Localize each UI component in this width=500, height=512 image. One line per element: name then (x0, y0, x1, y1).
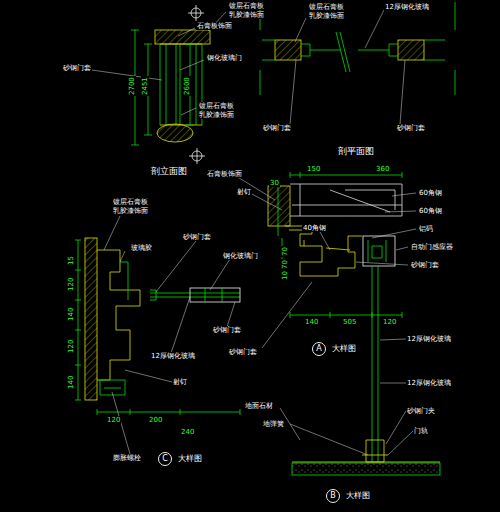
dimension-text: 120 (67, 339, 75, 354)
dimension-text: 30 (269, 179, 280, 187)
dimension-text: 10 (281, 270, 289, 281)
detail-callout-circle: C大样图 (158, 452, 172, 466)
annotation-text: 铝码 (418, 225, 434, 233)
dimension-text: 140 (304, 318, 319, 326)
annotation-text: 砂钢门夹 (406, 407, 436, 415)
annotation-text: 镀层石膏板 (308, 3, 345, 11)
annotation-text: 砂钢门套 (228, 348, 258, 356)
dimension-text: 2700 (128, 76, 136, 96)
detail-letter: C (159, 453, 171, 465)
annotation-text: 镀层石膏板 (198, 102, 235, 110)
dimension-text: 2451 (141, 76, 149, 96)
annotation-text: 射钉 (236, 188, 252, 196)
annotation-text: 钢化玻璃门 (206, 54, 243, 62)
annotation-text: 地弹簧 (262, 420, 285, 428)
annotation-text: 砂钢门套 (212, 326, 242, 334)
annotation-text: 玻璃胶 (130, 244, 153, 252)
annotation-text: 射钉 (172, 378, 188, 386)
annotation-text: 剖立面图 (150, 166, 188, 177)
annotation-text: 钢化玻璃门 (222, 252, 259, 260)
annotation-text: 剖平面图 (337, 146, 375, 157)
annotation-text: 门轨 (413, 427, 429, 435)
annotation-text: 镀层石膏板 (112, 198, 149, 206)
detail-title: 大样图 (177, 454, 203, 464)
annotation-text: 12厚钢化玻璃 (150, 352, 196, 360)
dimension-text: 120 (106, 416, 121, 424)
dimension-text: 70 (281, 246, 289, 257)
annotation-text: 砂钢门套 (262, 124, 292, 132)
dimension-text: 2600 (183, 76, 191, 96)
annotation-text: 40角钢 (302, 224, 327, 232)
dimension-text: 140 (67, 375, 75, 390)
annotation-text: 乳胶漆饰面 (308, 12, 345, 20)
annotation-text: 乳胶漆饰面 (112, 207, 149, 215)
dimension-text: 120 (382, 318, 397, 326)
annotation-text: 砂钢门套 (396, 124, 426, 132)
detail-title: 大样图 (345, 491, 371, 501)
detail-title: 大样图 (331, 344, 357, 354)
annotation-text: 砂钢门套 (410, 261, 440, 269)
annotation-text: 地面石材 (244, 402, 274, 410)
dimension-text: 505 (342, 318, 357, 326)
dimension-text: 200 (148, 416, 163, 424)
detail-letter: A (313, 343, 325, 355)
annotation-text: 12厚钢化玻璃 (406, 379, 452, 387)
dimension-text: 240 (180, 428, 195, 436)
annotation-text: 12厚钢化玻璃 (384, 3, 430, 11)
annotation-text: 乳胶漆饰面 (228, 11, 265, 19)
annotation-text: 膨胀螺栓 (112, 454, 142, 462)
annotation-text: 乳胶漆饰面 (198, 111, 235, 119)
annotation-text: 砂钢门套 (182, 233, 212, 241)
annotation-text: 60角钢 (418, 189, 443, 197)
detail-callout-circle: B大样图 (326, 489, 340, 503)
dimension-text: 360 (375, 165, 390, 173)
dimension-text: 150 (306, 165, 321, 173)
annotation-text: 自动门感应器 (410, 243, 454, 251)
dimension-text: 120 (67, 277, 75, 292)
annotation-text: 石膏板饰面 (196, 22, 233, 30)
dimension-text: 140 (67, 307, 75, 322)
annotation-text: 60角钢 (418, 207, 443, 215)
annotation-text: 12厚钢化玻璃 (406, 335, 452, 343)
detail-letter: B (327, 490, 339, 502)
detail-callout-circle: A大样图 (312, 342, 326, 356)
annotation-text: 镀层石膏板 (228, 2, 265, 10)
dimension-text: 15 (67, 255, 75, 266)
annotation-text: 砂钢门套 (62, 64, 92, 72)
dimension-text: 70 (281, 259, 289, 270)
annotation-text: 石膏板饰面 (206, 170, 243, 178)
